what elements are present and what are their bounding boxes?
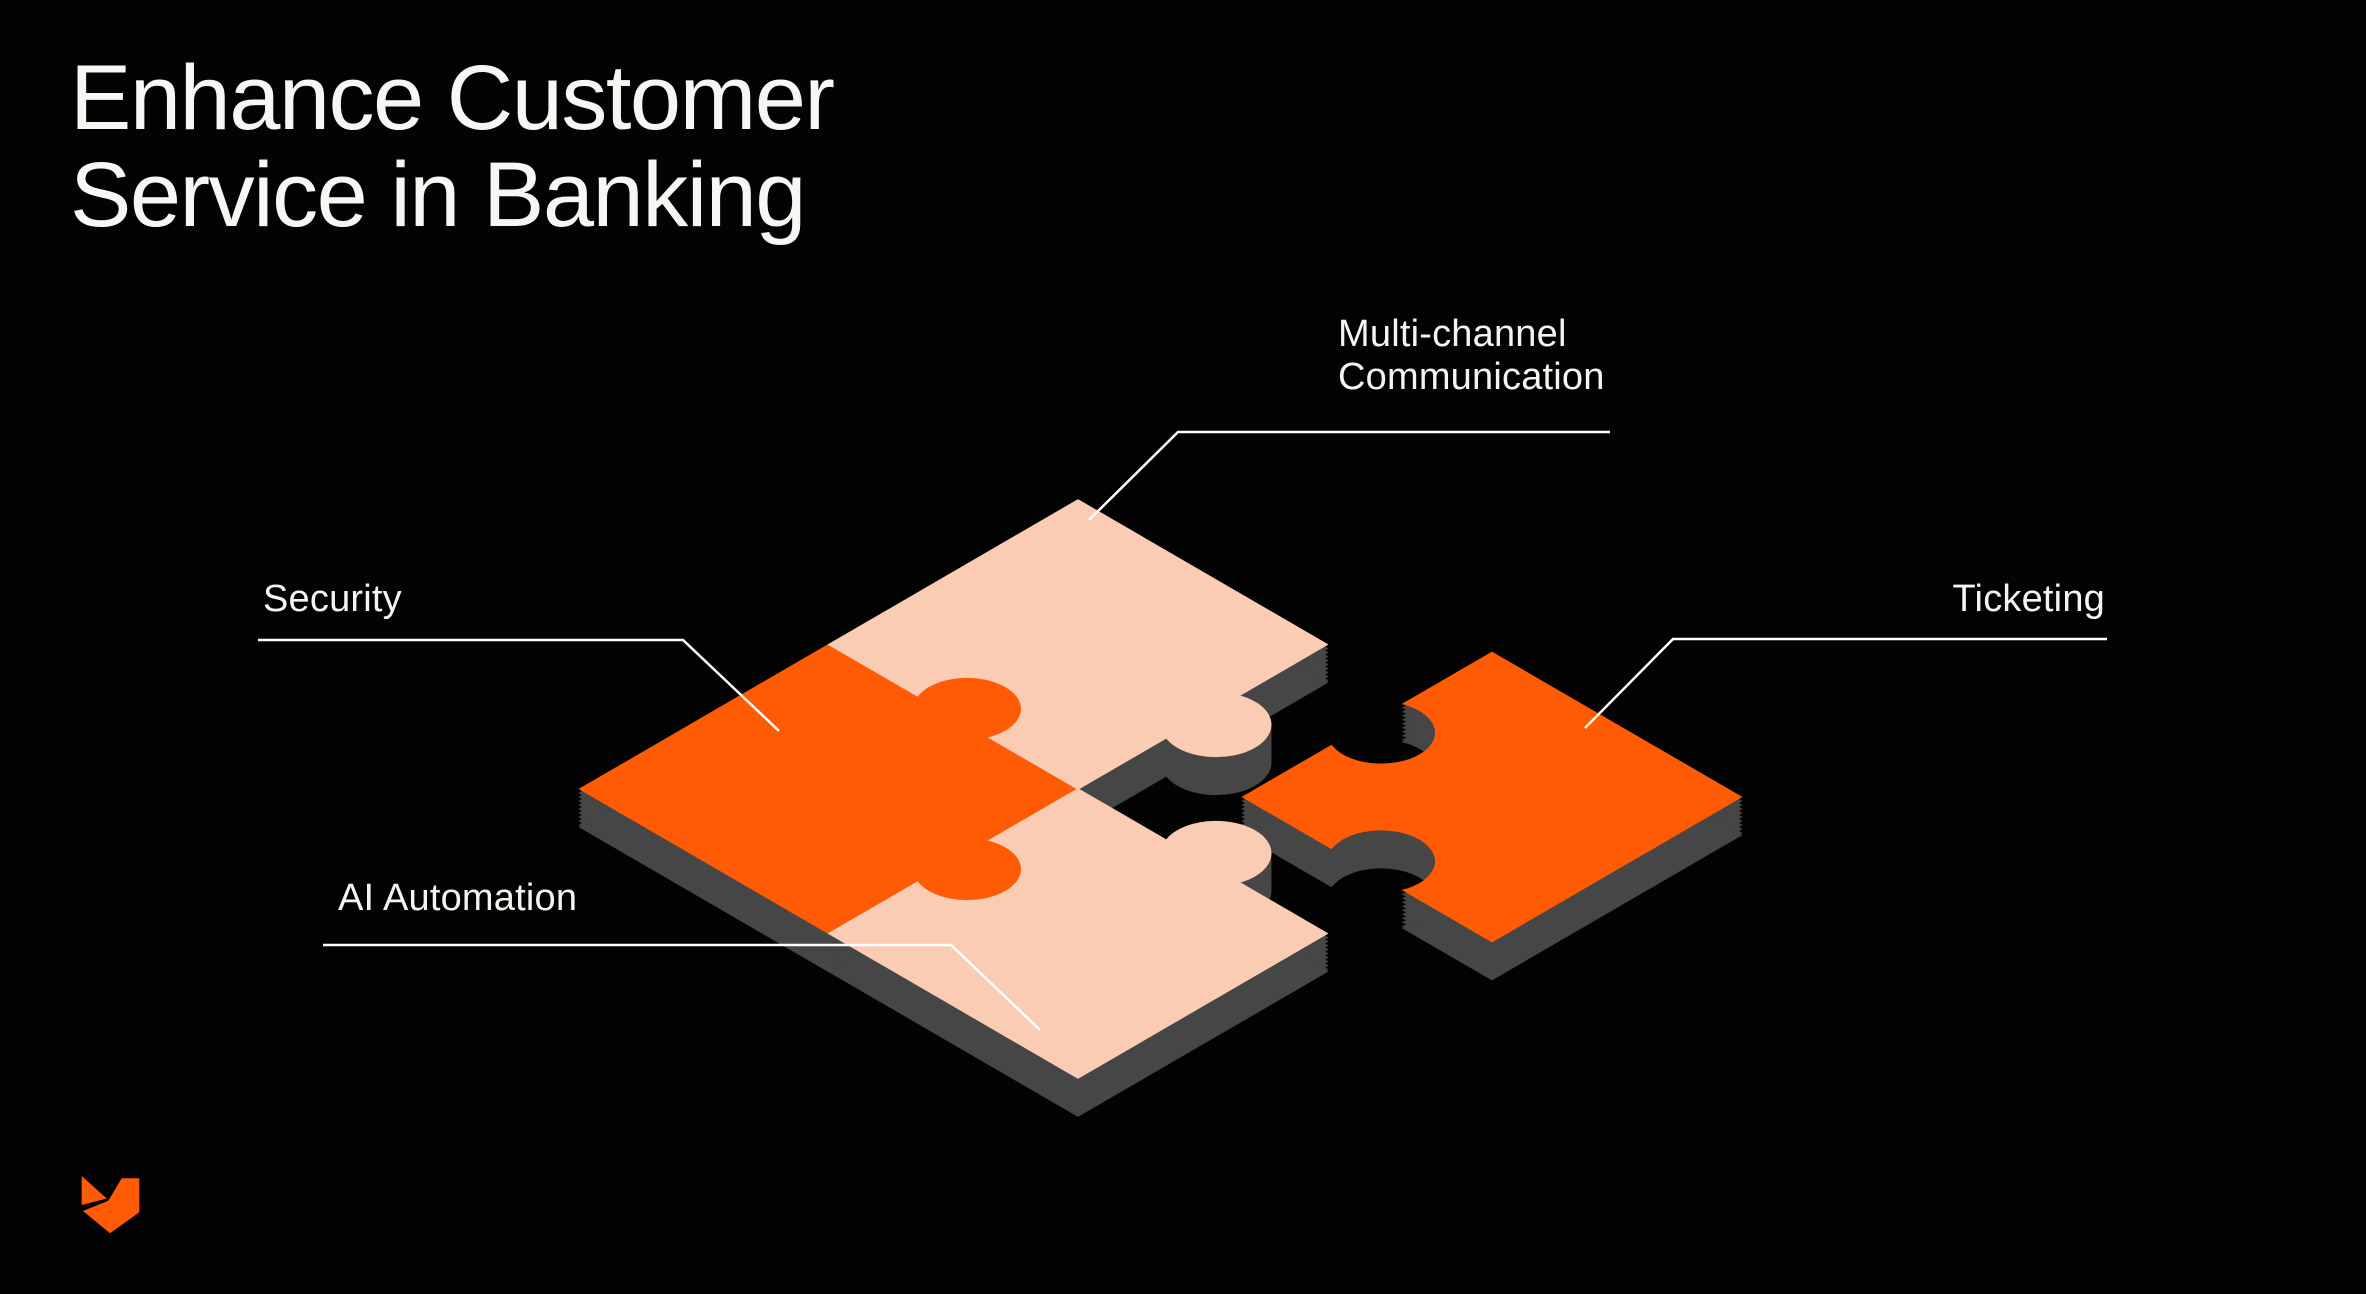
slide-title-line1: Enhance Customer bbox=[70, 47, 835, 149]
logo-body-shape bbox=[83, 1178, 140, 1234]
leader-lines bbox=[258, 430, 2107, 1031]
label-ai-automation: AI Automation bbox=[338, 877, 578, 919]
leader-line-ai bbox=[323, 943, 1041, 1031]
leader-line-multichannel bbox=[1088, 430, 1610, 521]
label-security: Security bbox=[263, 578, 402, 620]
label-multichannel: Multi-channel Communication bbox=[1338, 313, 1605, 399]
brand-logo-icon bbox=[81, 1176, 140, 1234]
logo-flap-shape bbox=[81, 1176, 107, 1205]
label-multichannel-line2: Communication bbox=[1338, 356, 1605, 398]
slide-title: Enhance Customer Service in Banking bbox=[70, 47, 835, 246]
label-ticketing: Ticketing bbox=[1952, 578, 2105, 620]
label-multichannel-line1: Multi-channel bbox=[1338, 313, 1567, 355]
leader-line-security bbox=[258, 638, 780, 732]
puzzle-piece-ticketing-face bbox=[1242, 651, 1742, 943]
leader-line-ticketing bbox=[1584, 637, 2107, 729]
puzzle-faces bbox=[579, 499, 1742, 1079]
slide-title-line2: Service in Banking bbox=[70, 144, 806, 246]
